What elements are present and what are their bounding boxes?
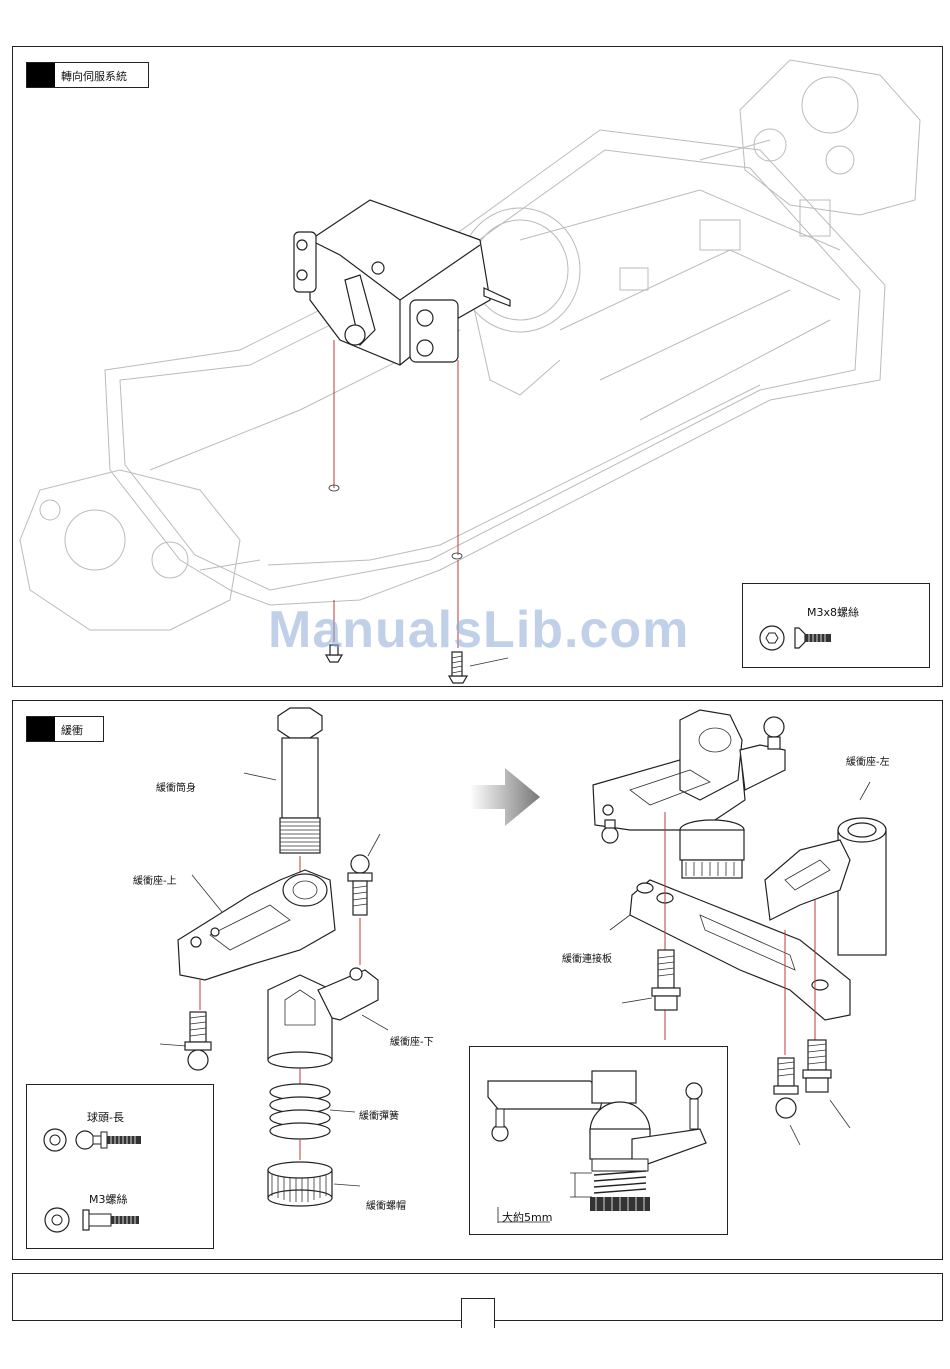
label-mount-lower: 緩衝座-下 bbox=[390, 1033, 434, 1048]
label-mount-left: 緩衝座-左 bbox=[846, 753, 890, 768]
label-nut: 緩衝螺帽 bbox=[366, 1197, 406, 1212]
label-link-plate: 緩衝連接板 bbox=[562, 950, 612, 965]
parts-icons bbox=[27, 1085, 215, 1250]
shock-parts-legend-box: 球頭-長 M3螺絲 bbox=[26, 1084, 214, 1249]
label-spring: 緩衝彈簧 bbox=[359, 1107, 399, 1122]
label-shock-body: 緩衝筒身 bbox=[156, 779, 196, 794]
preload-detail-box: 大約5mm bbox=[469, 1046, 728, 1235]
label-mount-upper: 緩衝座-上 bbox=[133, 872, 177, 887]
preload-detail-illustration bbox=[470, 1047, 729, 1236]
preload-gap-note: 大約5mm bbox=[502, 1209, 552, 1225]
page-number-tab bbox=[461, 1298, 495, 1328]
